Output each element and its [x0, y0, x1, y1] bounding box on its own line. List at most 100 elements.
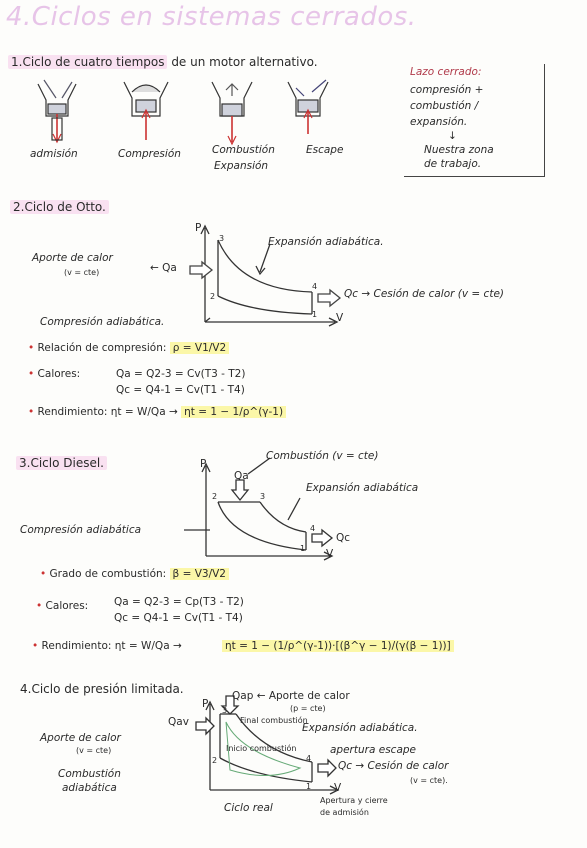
diesel-heats: • Calores: [36, 600, 88, 612]
diesel-qa-arrow-icon [230, 479, 250, 502]
lp-axis-p: P [202, 698, 209, 710]
section-1-title: 1.Ciclo de cuatro tiempos [8, 55, 168, 69]
note-arrow: ↓ [448, 130, 457, 142]
lp-apertura-1: Apertura y cierre [320, 796, 388, 805]
lp-real-cycle-curve [225, 721, 302, 777]
lp-qav-arrow-icon [195, 716, 215, 736]
bullet-dot: • [32, 640, 39, 652]
diesel-qa-formula: Qa = Q2-3 = Cp(T3 - T2) [114, 596, 244, 608]
lp-qc-arrow-icon [317, 758, 337, 778]
section-2-heading: 2.Ciclo de Otto. [10, 200, 109, 214]
section-1-heading: 1.Ciclo de cuatro tiempos de un motor al… [8, 55, 318, 69]
lp-qap-sub: (p = cte) [290, 704, 326, 713]
diesel-expansion-pointer [287, 497, 301, 521]
otto-b2-label: Calores: [37, 368, 81, 380]
diesel-axis-v: V [326, 548, 334, 560]
section-1-title-rest: de un motor alternativo. [171, 55, 318, 69]
diesel-efficiency: • Rendimiento: ηt = W/Qa → [32, 640, 182, 652]
otto-qc-formula: Qc = Q4-1 = Cv(T1 - T4) [116, 384, 245, 396]
diesel-combustion-degree: • Grado de combustión: β = V3/V2 [40, 568, 229, 580]
stroke-label-expansion: Expansión [214, 160, 269, 172]
diesel-point-2: 2 [212, 492, 218, 501]
diesel-b3-result: ηt = 1 − (1/ρ^(γ-1))·[(β^γ − 1)/(γ(β − 1… [222, 640, 454, 652]
otto-heats: • Calores: [28, 368, 80, 380]
lp-comb-adiab-2: adiabática [62, 782, 117, 794]
otto-point-3: 3 [219, 234, 225, 243]
lp-point-1: 1 [306, 782, 312, 791]
bullet-dot: • [28, 368, 35, 380]
diesel-b2-label: Calores: [45, 600, 89, 612]
diesel-point-4: 4 [310, 524, 316, 533]
note-line-5: Nuestra zona [424, 144, 494, 156]
lp-v-axis-arrow [329, 785, 340, 795]
note-line-4: expansión. [410, 116, 468, 128]
otto-b1-formula: ρ = V1/V2 [169, 342, 230, 354]
otto-b3-formula: ηt = W/Qa → [110, 406, 178, 418]
bullet-dot: • [40, 568, 47, 580]
stroke-label-admission: admisión [30, 148, 78, 160]
lp-point-2: 2 [212, 756, 218, 765]
note-line-1: Lazo cerrado: [410, 66, 482, 78]
otto-heat-in-sub: (v = cte) [64, 268, 100, 277]
lp-comb-adiab-1: Combustión [58, 768, 121, 780]
diesel-b3-formula: ηt = W/Qa → [114, 640, 182, 652]
otto-efficiency: • Rendimiento: ηt = W/Qa → ηt = 1 − 1/ρ^… [28, 406, 287, 418]
lp-escape-label: apertura escape [330, 744, 416, 756]
engine-combustion-icon [211, 81, 253, 146]
otto-compression-label: Compresión adiabática. [40, 316, 165, 328]
lp-qap-label: Qap ← Aporte de calor [232, 690, 350, 702]
lp-expansion-label: Expansión adiabática. [302, 722, 418, 734]
diesel-point-1: 1 [300, 544, 306, 553]
section-3-heading: 3.Ciclo Diesel. [16, 456, 107, 470]
otto-axis-p: P [195, 222, 202, 234]
lp-p-axis-arrow [205, 700, 215, 711]
otto-point-2: 2 [210, 292, 216, 301]
diesel-axis-p: P [200, 458, 207, 470]
lp-heat-in-sub: (v = cte) [76, 746, 112, 755]
diesel-combustion-label: Combustión (v = cte) [266, 450, 379, 462]
diesel-b1-formula: β = V3/V2 [169, 568, 229, 580]
otto-axis-v: V [336, 312, 344, 324]
engine-admission-icon [37, 79, 77, 144]
engine-escape-icon [287, 79, 329, 134]
otto-qa-label: ← Qa [150, 262, 177, 274]
section-3-title: 3.Ciclo Diesel. [16, 456, 107, 470]
otto-qc-label: Qc → Cesión de calor (v = cte) [344, 288, 505, 300]
lp-inicio-combustion: Inicio combustión [226, 744, 297, 753]
bullet-dot: • [36, 600, 43, 612]
lp-axis-v: V [334, 782, 342, 794]
lp-qap-arrow-icon [220, 695, 240, 715]
otto-qa-arrow-icon [189, 260, 214, 280]
note-line-6: de trabajo. [424, 158, 482, 170]
bullet-dot: • [28, 406, 35, 418]
diesel-qc-formula: Qc = Q4-1 = Cv(T1 - T4) [114, 612, 243, 624]
section-4-title: 4.Ciclo de presión limitada. [20, 682, 184, 696]
otto-point-4: 4 [312, 282, 318, 291]
otto-compression-ratio: • Relación de compresión: ρ = V1/V2 [28, 342, 230, 354]
lp-real-cycle-label: Ciclo real [224, 802, 273, 814]
lp-heat-in-label: Aporte de calor [40, 732, 121, 744]
bullet-dot: • [28, 342, 35, 354]
section-4-heading: 4.Ciclo de presión limitada. [20, 682, 184, 696]
lp-qc-label: Qc → Cesión de calor [338, 760, 449, 772]
diesel-qc-label: Qc [336, 532, 351, 544]
stroke-label-combustion: Combustión [212, 144, 275, 156]
otto-compression-curve [217, 295, 313, 315]
lp-compression-curve [219, 757, 313, 783]
otto-heat-in-label: Aporte de calor [32, 252, 113, 264]
note-line-2: compresión + [410, 84, 484, 96]
lp-point-4: 4 [306, 754, 312, 763]
otto-p-axis-arrow [200, 224, 210, 235]
closed-loop-note-box [404, 64, 545, 177]
diesel-qc-arrow-icon [311, 528, 334, 548]
lp-final-combustion: Final combustión [240, 716, 308, 725]
otto-point-1: 1 [312, 310, 318, 319]
diesel-b3-result-wrap: ηt = 1 − (1/ρ^(γ-1))·[(β^γ − 1)/(γ(β − 1… [222, 640, 454, 652]
otto-qa-formula: Qa = Q2-3 = Cv(T3 - T2) [116, 368, 246, 380]
diesel-p-axis-arrow [201, 462, 211, 473]
otto-qc-arrow-icon [317, 288, 342, 308]
